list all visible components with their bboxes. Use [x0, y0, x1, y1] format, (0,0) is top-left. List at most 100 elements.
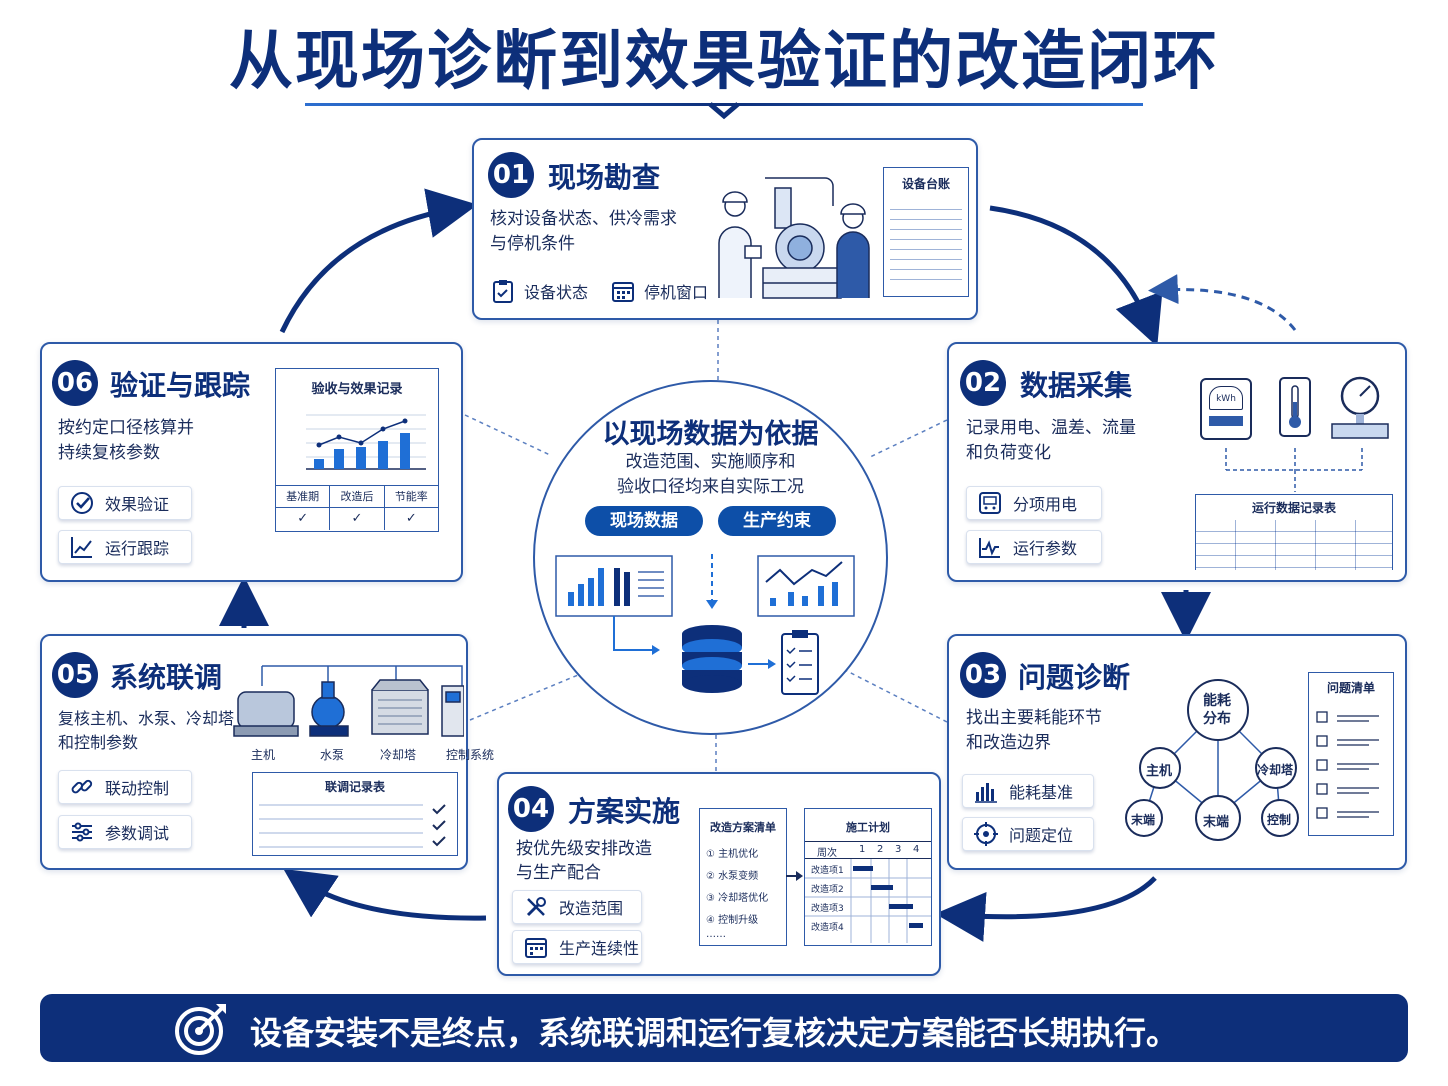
calendar-icon: [525, 938, 547, 958]
step-01-number: 01: [488, 152, 534, 198]
gantt-row-label: 改造项2: [811, 885, 844, 895]
plan-item: ③ 冷却塔优化: [706, 893, 769, 904]
tag-label: 生产连续性: [559, 939, 640, 958]
equipment-lineup-illustration: [233, 665, 464, 737]
equipment-label-control-system: 控制系统: [446, 748, 495, 762]
tag-equipment-status: 设备状态: [490, 278, 588, 304]
gantt-col: 1: [859, 844, 866, 855]
gantt-col: 3: [895, 844, 902, 855]
trend-line-icon: [71, 537, 92, 558]
title-underline: [305, 103, 1143, 106]
table-row: ✓ ✓ ✓: [276, 508, 438, 530]
table-check-cell: ✓: [330, 508, 385, 530]
center-subtitle: 改造范围、实施顺序和 验收口径均来自实际工况: [533, 450, 888, 500]
panel-title: 施工计划: [846, 821, 890, 834]
tag-retrofit-scope: 改造范围: [512, 890, 642, 924]
tag-label: 设备状态: [524, 283, 589, 302]
tag-parameter-tuning: 参数调试: [58, 815, 192, 849]
step-03-desc-line1: 找出主要耗能环节: [966, 708, 1102, 728]
equipment-label-host: 主机: [251, 748, 276, 762]
equipment-label-cooling-tower: 冷却塔: [380, 748, 417, 762]
record-table-lines: [259, 804, 446, 848]
node-control: 控制: [1267, 813, 1292, 827]
plan-item: ……: [706, 929, 726, 940]
table-head-cell: 节能率: [394, 490, 428, 503]
acceptance-mini-chart: [306, 414, 426, 470]
gantt-row-label: 改造项1: [811, 866, 844, 876]
gantt-header: 周次 1 2 3 4: [805, 841, 931, 859]
plan-to-schedule-arrow: [786, 871, 803, 881]
tag-sub-metering: 分项用电: [966, 486, 1102, 520]
banner-text: 设备安装不是终点，系统联调和运行复核决定方案能否长期执行。: [250, 1014, 1179, 1052]
table-head-cell: 基准期: [276, 486, 331, 507]
plan-item: ② 水泵变频: [706, 871, 759, 882]
acceptance-record-panel: 验收与效果记录 基准期 改造后 节能率 ✓ ✓ ✓: [275, 368, 439, 532]
tag-operation-tracking: 运行跟踪: [58, 530, 192, 564]
tag-label: 停机窗口: [644, 283, 709, 302]
step-01-title: 现场勘查: [548, 161, 661, 194]
center-subtitle-line1: 改造范围、实施顺序和: [625, 452, 796, 472]
panel-title: 验收与效果记录: [311, 382, 403, 397]
step-02-number: 02: [960, 360, 1006, 406]
table-head-cell: 改造后: [330, 486, 385, 507]
chevron-down-icon: [708, 102, 740, 120]
gantt-row-label: 改造项3: [811, 904, 844, 914]
checklist-rows: [1316, 711, 1379, 819]
step-03-number: 03: [960, 652, 1006, 698]
gantt-col: 2: [877, 844, 884, 855]
step-04-desc-line1: 按优先级安排改造: [516, 839, 652, 859]
energy-distribution-network: [1125, 679, 1299, 841]
bar-chart-icon: [975, 783, 997, 803]
bottom-banner: [40, 994, 1408, 1062]
node-terminal-1: 末端: [1131, 813, 1156, 827]
tag-label: 联动控制: [105, 779, 170, 798]
tag-shutdown-window: 停机窗口: [610, 278, 708, 304]
step-05-desc-line1: 复核主机、水泵、冷却塔: [58, 709, 235, 728]
table-header: 基准期 改造后 节能率: [276, 486, 438, 508]
meter-unit: kWh: [1216, 394, 1236, 404]
tag-label: 运行跟踪: [105, 539, 170, 558]
table-check-cell: ✓: [276, 508, 331, 530]
crosshair-icon: [974, 822, 998, 846]
target-icon: [175, 1004, 226, 1055]
operating-data-table: 运行数据记录表: [1195, 494, 1393, 570]
step-01-desc-line1: 核对设备状态、供冷需求: [490, 209, 677, 229]
step-03-desc-line2: 和改造边界: [966, 733, 1051, 753]
step-04-desc-line2: 与生产配合: [516, 863, 601, 883]
center-subtitle-line2: 验收口径均来自实际工况: [617, 477, 804, 497]
gantt-row-label: 改造项4: [811, 923, 844, 933]
node-terminal-2: 末端: [1203, 815, 1230, 830]
equipment-ledger-panel: 设备台账: [883, 167, 969, 297]
page-title: 从现场诊断到效果验证的改造闭环: [229, 25, 1219, 99]
tag-label: 参数调试: [105, 824, 170, 843]
step-06-desc-line2: 持续复核参数: [58, 443, 160, 463]
tag-production-continuity: 生产连续性: [512, 930, 642, 964]
step-06-number: 06: [52, 360, 98, 406]
panel-title: 改造方案清单: [710, 821, 776, 834]
gantt-col: 4: [913, 844, 920, 855]
pulse-icon: [979, 538, 1000, 558]
step-05-desc-line2: 和控制参数: [58, 733, 139, 752]
ledger-lines: [890, 200, 962, 280]
retrofit-plan-list: 改造方案清单 ① 主机优化 ② 水泵变频 ③ 冷却塔优化 ④ 控制升级 ……: [699, 808, 787, 946]
tools-icon: [526, 897, 546, 917]
node-host: 主机: [1146, 764, 1173, 779]
plan-item: ④ 控制升级: [706, 915, 759, 926]
panel-title: 问题清单: [1326, 681, 1375, 695]
center-title: 以现场数据为依据: [602, 419, 819, 450]
gantt-bars: [805, 859, 931, 943]
thermometer-icon: [1279, 377, 1311, 437]
step-01-desc-line2: 与停机条件: [490, 234, 575, 254]
step-03-title: 问题诊断: [1018, 661, 1131, 694]
step-04-title: 方案实施: [568, 795, 681, 828]
step-06-desc-line1: 按约定口径核算并: [58, 418, 194, 438]
chip-production-constraints: 生产约束: [718, 506, 836, 536]
center-data-flow-illustration: [555, 554, 855, 695]
acceptance-table: 基准期 改造后 节能率 ✓ ✓ ✓: [276, 485, 438, 531]
meter-icon: [979, 492, 1001, 514]
tag-label: 改造范围: [559, 899, 624, 918]
tag-energy-baseline: 能耗基准: [962, 774, 1094, 808]
tag-effect-verification: 效果验证: [58, 486, 192, 520]
tag-label: 效果验证: [105, 495, 170, 514]
